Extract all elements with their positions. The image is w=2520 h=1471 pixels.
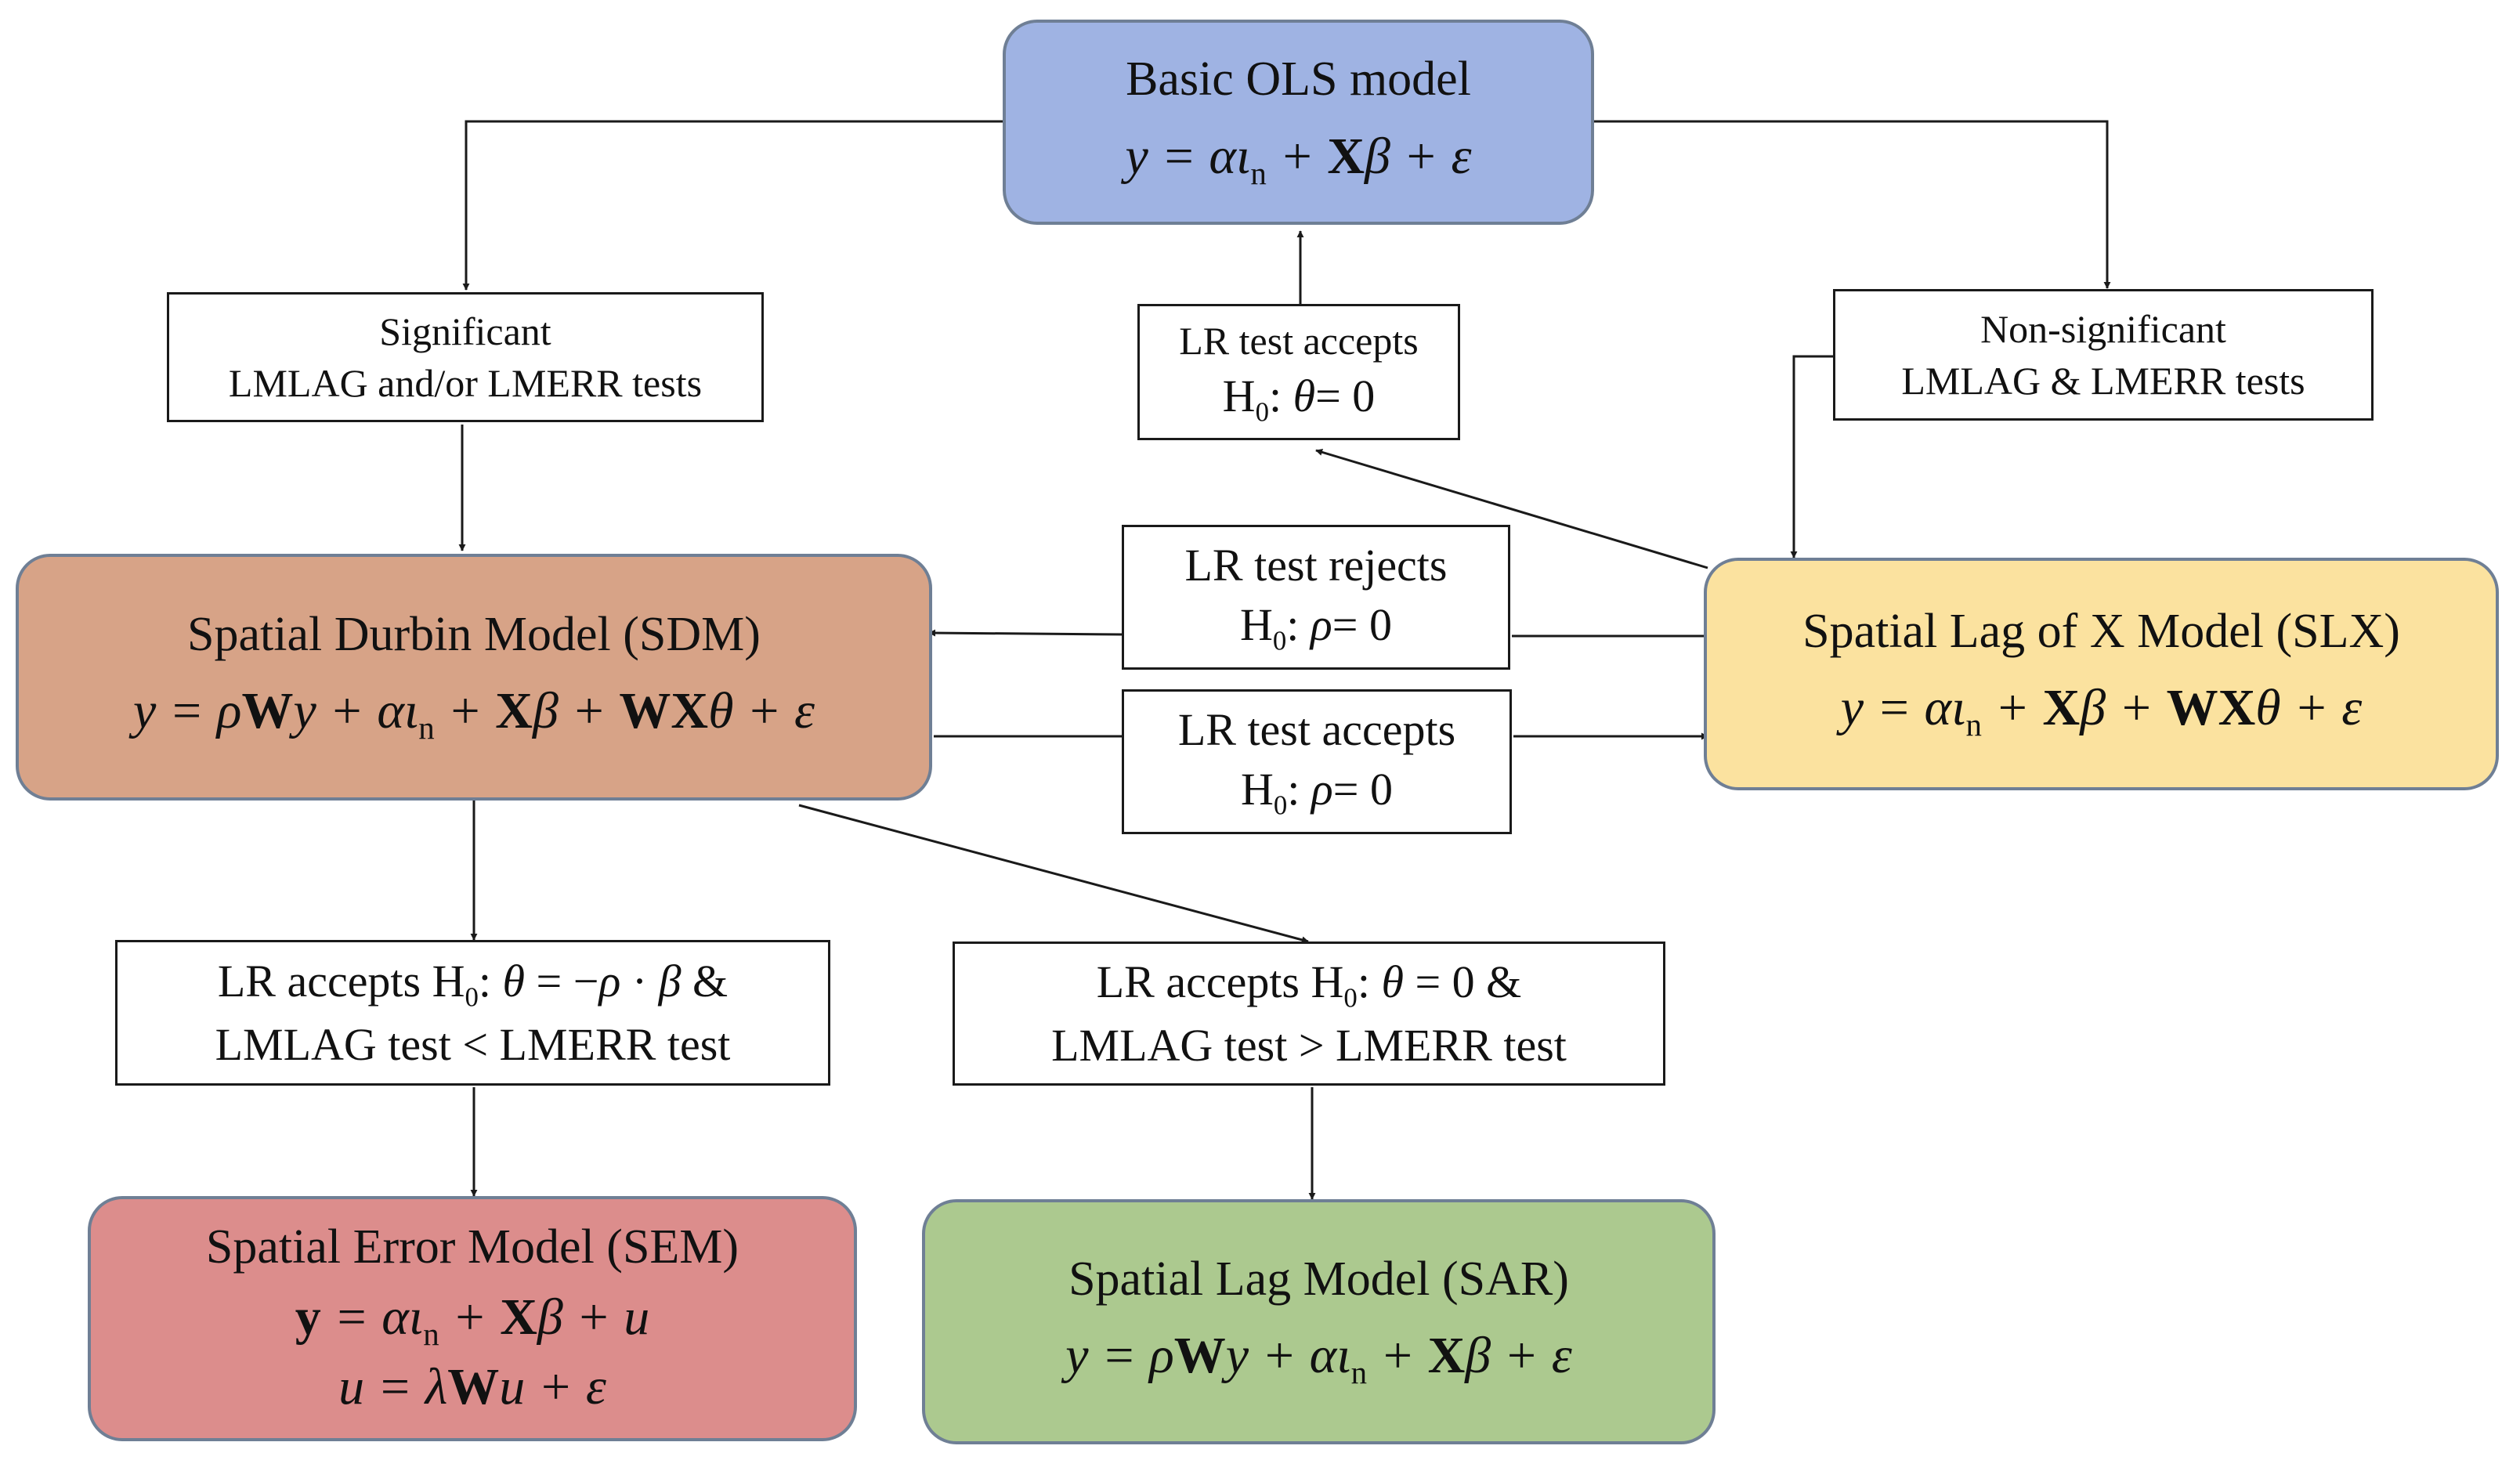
sem-model-equation-1: y = αιn + Xβ + u (295, 1288, 650, 1353)
lr-accepts-rho-line1: LR test accepts (1177, 704, 1456, 756)
lr-theta-ols-line2: H0: θ= 0 (1222, 370, 1376, 428)
arrow-ols-to-nonsignificant (1594, 120, 2111, 289)
arrow-ols-to-significant (462, 120, 1003, 291)
sdm-model-box: Spatial Durbin Model (SDM) y = ρWy + αιn… (16, 554, 932, 801)
arrow-slx-to-lr-theta (1315, 449, 1708, 569)
nonsignificant-tests-box: Non-significant LMLAG & LMERR tests (1833, 289, 2374, 421)
arrow-lr-rejects-to-sdm (928, 629, 1123, 637)
lr-sar-condition-line2: LMLAG test > LMERR test (1051, 1019, 1567, 1071)
sar-model-title: Spatial Lag Model (SAR) (1068, 1252, 1569, 1306)
significant-tests-line1: Significant (379, 309, 551, 353)
ols-model-title: Basic OLS model (1126, 52, 1471, 107)
nonsignificant-tests-line1: Non-significant (1980, 307, 2226, 351)
lr-sem-condition-line1: LR accepts H0: θ = −ρ · β & (217, 955, 729, 1013)
slx-model-title: Spatial Lag of X Model (SLX) (1802, 604, 2400, 658)
lr-sar-condition-line1: LR accepts H0: θ = 0 & (1096, 956, 1522, 1014)
lr-theta-ols-line1: LR test accepts (1179, 318, 1419, 363)
significant-tests-line2: LMLAG and/or LMERR tests (228, 361, 703, 405)
lr-accepts-rho-line2: H0: ρ= 0 (1241, 763, 1393, 821)
significant-tests-box: Significant LMLAG and/or LMERR tests (167, 292, 764, 422)
sem-model-title: Spatial Error Model (SEM) (205, 1220, 739, 1274)
slx-model-box: Spatial Lag of X Model (SLX) y = αιn + X… (1704, 558, 2499, 790)
slx-model-equation: y = αιn + Xβ + WXθ + ε (1840, 679, 2363, 743)
sdm-model-equation: y = ρWy + αιn + Xβ + WXθ + ε (132, 682, 815, 746)
arrow-sdm-to-lr-sar (798, 804, 1309, 944)
sem-model-box: Spatial Error Model (SEM) y = αιn + Xβ +… (88, 1196, 857, 1441)
sar-model-box: Spatial Lag Model (SAR) y = ρWy + αιn + … (922, 1199, 1716, 1444)
lr-accepts-rho-box: LR test accepts H0: ρ= 0 (1122, 689, 1512, 834)
sem-model-equation-2: u = λWu + ε (338, 1357, 606, 1415)
sdm-model-title: Spatial Durbin Model (SDM) (187, 607, 761, 661)
ols-model-box: Basic OLS model y = αιn + Xβ + ε (1003, 20, 1594, 225)
lr-rejects-rho-line1: LR test rejects (1184, 540, 1448, 591)
lr-sem-condition-line2: LMLAG test < LMERR test (215, 1018, 731, 1070)
lr-theta-ols-box: LR test accepts H0: θ= 0 (1137, 304, 1460, 440)
lr-rejects-rho-box: LR test rejects H0: ρ= 0 (1122, 525, 1510, 670)
nonsignificant-tests-line2: LMLAG & LMERR tests (1901, 359, 2305, 403)
lr-sar-condition-box: LR accepts H0: θ = 0 & LMLAG test > LMER… (953, 942, 1665, 1086)
sar-model-equation: y = ρWy + αιn + Xβ + ε (1065, 1327, 1572, 1391)
arrow-nonsignificant-to-slx (1790, 355, 1833, 558)
ols-model-equation: y = αιn + Xβ + ε (1125, 127, 1472, 191)
lr-rejects-rho-line2: H0: ρ= 0 (1240, 598, 1392, 656)
lr-sem-condition-box: LR accepts H0: θ = −ρ · β & LMLAG test <… (115, 940, 830, 1086)
